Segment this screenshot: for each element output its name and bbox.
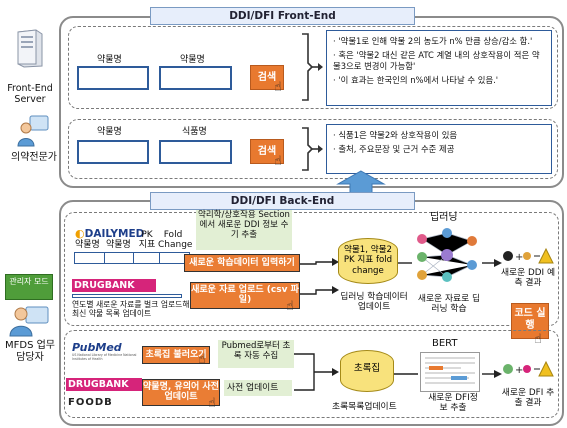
manual-extract-text: 약리학/상호작용 Section에서 새로운 DDI 정보 수기 추출 [198,210,290,240]
dfi-query-row [68,119,558,179]
ddi-result-line: · '약물1로 인해 약물 2의 농도가 n% 만큼 상승/감소 함.' [333,36,533,46]
ddi-query-row [68,26,558,109]
dictionary-update-text: 사전 업데이트 [227,383,279,393]
connector-lines-lower [292,350,340,400]
manual-extract-note [196,210,292,250]
dailymed-col-drug1: 약물명 [75,240,100,250]
dfi-drug-label: 약물명 [97,127,122,137]
drugbank2-logo: DRUGBANK [66,378,142,391]
svg-text:+: + [515,365,523,376]
dailymed-col-drug2: 약물명 [106,240,131,250]
deep-learning-network-icon [414,225,480,289]
ddi-predict-label: 새로운 DDI 예측 결과 [500,268,556,289]
deep-learning-train-label: 새로운 자료로 딥러닝 학습 [417,294,481,315]
pointer-icon: ☝ [534,332,542,347]
pointer-icon: ☝ [198,352,206,367]
drugbank-logo: DRUGBANK [72,279,156,292]
dfi-food-input[interactable] [159,140,232,164]
upload-csv-button[interactable]: 새로운 자료 업로드 (csv 파일) [190,282,300,309]
dfi-search-button[interactable]: 검색 [250,139,284,164]
admin-role: MFDS 업무 담당자 [4,340,55,363]
ddi-result-box: · '약물1로 인해 약물 2의 농도가 n% 만큼 상승/감소 함.' · 혹… [326,30,552,106]
code-run-button[interactable]: 코드 실행 [511,303,549,339]
dfi-extract-label: 새로운 DFI정보 추출 [428,393,478,414]
ddi-predict-molecule-icon: + [502,247,554,265]
pointer-icon: ☝ [286,299,294,314]
drugbank-note: 연도별 새로운 자료를 벌크 업로드해 최신 약물 목록 업데이트 [72,300,190,318]
dailymed-logo: ◐DAILYMED [75,222,165,240]
pubmed-logo-text: PubMed [72,341,122,354]
training-db-cylinder: 약물1, 약물2 PK 지표 fold change [338,238,398,284]
flow-arrows-lower [394,366,506,380]
training-update-label: 딥러닝 학습데이터 업데이트 [340,292,408,313]
dailymed-table [74,252,190,264]
dictionary-update-note [224,380,292,396]
dfi-result-brace [300,124,324,174]
dailymed-col-foldchange: Fold Change [158,230,193,251]
drugbank-file-bar [72,294,182,298]
ddi-result-line: · '이 효과는 한국인의 n%에서 나타날 수 있음.' [333,74,499,85]
pubmed-auto-note [218,340,294,368]
foodb-logo: FOODB [68,397,113,408]
admin-user-icon [8,303,50,337]
dfi-result-molecule-icon: + [502,360,554,378]
abstract-db-cylinder: 초록집 [340,350,394,392]
ddi-training-section [64,212,559,326]
dailymed-logo-text: DAILYMED [84,228,145,240]
dictionary-update-button[interactable]: 약물명, 유의어 사전 업데이트 [142,379,220,406]
expert-label: 의약전문가 [11,152,57,163]
pointer-icon: ☝ [208,396,216,411]
server-label: Front-End Server [7,83,53,105]
dfi-result-line: · 출처, 주요문장 및 근거 수준 제공 [333,143,455,154]
dailymed-col-pk: PK 지표 [138,230,156,251]
flow-arrows-upper [398,255,508,269]
dfi-result-line: · 식품1은 약물2와 상호작용이 있음 [333,130,458,140]
bert-document-icon [420,352,480,392]
connector-lines [300,238,340,318]
pubmed-logo: PubMed US National Library of Medicine N… [72,341,142,365]
bert-label: BERT [432,338,458,349]
ddi-result-line: · 혹은 '약물2 대신 같은 ATC 계열 내의 상호작용이 적은 약물3으로… [333,49,540,71]
backend-title: DDI/DFI Back-End [150,192,415,210]
server-icon [14,28,44,68]
dfi-result-label: 새로운 DFI 추출 결과 [501,388,555,409]
expert-icon [16,114,50,148]
ddi-search-button[interactable]: 검색 [250,65,284,90]
ddi-drug2-input[interactable] [159,66,232,90]
admin-badge: 관리자 모드 [5,274,53,300]
pubmed-auto-text: Pubmed로부터 초록 자동 수집 [221,341,291,361]
frontend-title: DDI/DFI Front-End [150,7,415,25]
pointer-icon: ☝ [274,80,282,95]
ddi-drug2-label: 약물명 [180,55,205,65]
ddi-result-brace [300,30,324,104]
deep-learning-label: 딥러닝 [430,212,458,223]
input-training-data-button[interactable]: 새로운 학습데이터 입력하기 [184,254,300,272]
ddi-drug1-input[interactable] [77,66,149,90]
pointer-icon: ☝ [274,154,282,169]
abstract-update-label: 초록목록업데이트 [332,402,397,412]
pubmed-logo-subtext: US National Library of Medicine National… [72,353,137,361]
dfi-food-label: 식품명 [182,127,207,137]
dailymed-logo-icon: ◐ [75,227,85,240]
ddi-drug1-label: 약물명 [97,55,122,65]
load-abstracts-button[interactable]: 초록집 불러오기 [142,346,210,364]
dfi-result-box: · 식품1은 약물2와 상호작용이 있음 · 출처, 주요문장 및 근거 수준 … [326,124,552,174]
dfi-drug-input[interactable] [77,140,149,164]
dfi-extraction-section [64,330,559,418]
svg-text:+: + [515,252,523,263]
